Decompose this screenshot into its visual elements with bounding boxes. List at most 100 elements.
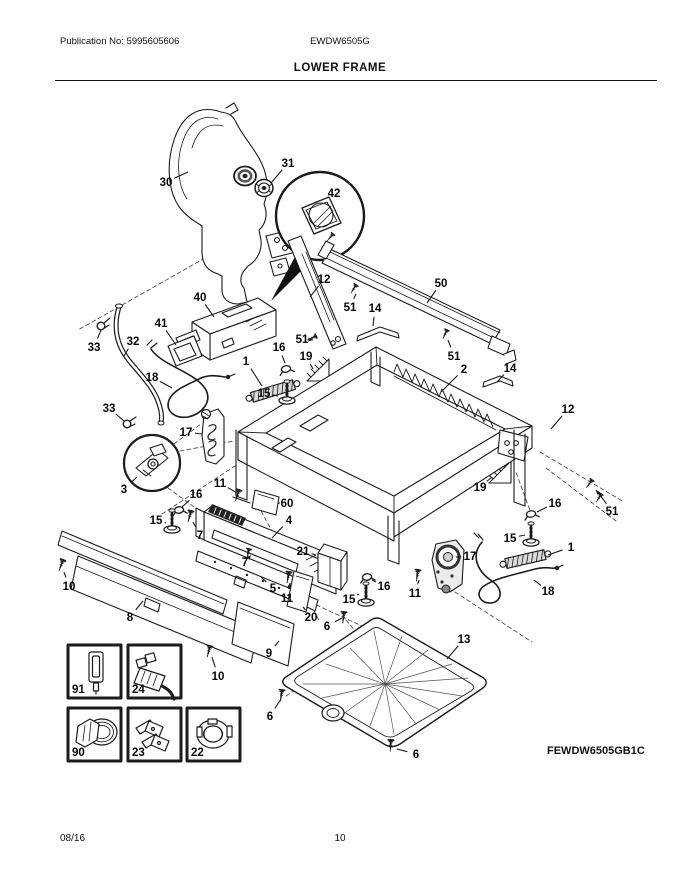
callout-leader-line — [115, 413, 125, 422]
callout-label-14: 14 — [369, 303, 382, 315]
callout-leader-line — [547, 549, 563, 556]
callout-label-42: 42 — [328, 188, 341, 200]
part-grommet-31 — [254, 178, 274, 198]
callout-leader-line — [204, 304, 215, 318]
callout-label-11: 11 — [281, 593, 294, 605]
part-base-pan-13 — [282, 617, 487, 748]
part-bracket-19-left — [306, 356, 330, 382]
threaded-plug-icon — [75, 718, 118, 748]
part-clip-16-d — [358, 572, 376, 584]
part-panel-9 — [231, 601, 295, 667]
callout-label-6: 6 — [324, 621, 330, 633]
legend-hardware-boxes — [66, 643, 242, 763]
legend-box-24 — [126, 643, 183, 700]
callout-leader-line — [446, 645, 459, 660]
legend-label: 22 — [191, 747, 204, 759]
callout-label-18: 18 — [146, 372, 159, 384]
part-bracket-17-left — [200, 408, 225, 465]
callout-label-51: 51 — [606, 506, 619, 518]
callout-label-9: 9 — [266, 648, 272, 660]
legend-label: 90 — [72, 747, 85, 759]
callout-leader-line — [518, 534, 526, 537]
callout-label-33: 33 — [88, 342, 101, 354]
callout-label-51: 51 — [448, 351, 461, 363]
title-rule — [55, 80, 657, 81]
legend-box-91 — [66, 643, 123, 700]
part-plate-60 — [251, 489, 280, 516]
callout-label-6: 6 — [413, 749, 419, 761]
callout-label-19: 19 — [474, 482, 487, 494]
callout-arrowhead — [456, 554, 461, 559]
legend-label: 23 — [132, 747, 145, 759]
callout-leader-line — [447, 339, 452, 348]
legend-box-23 — [126, 706, 183, 763]
callout-label-7: 7 — [197, 530, 203, 542]
part-gasket-41 — [167, 335, 203, 367]
callout-leader-line — [417, 579, 420, 585]
part-adjuster-17-right — [431, 539, 465, 594]
legend-label: 24 — [132, 684, 145, 696]
callout-label-6: 6 — [267, 711, 273, 723]
callout-leader-line — [550, 415, 563, 430]
callout-leader-line — [371, 579, 377, 583]
callout-arrowhead — [287, 583, 292, 588]
callout-label-51: 51 — [344, 302, 357, 314]
bearing-ring-icon — [196, 718, 233, 749]
part-rail-50 — [317, 240, 517, 365]
callout-leader-line — [372, 316, 375, 327]
callout-leader-line — [281, 355, 286, 364]
callout-label-11: 11 — [214, 478, 227, 490]
callout-leader-line — [270, 169, 283, 184]
callout-leader-line — [533, 579, 542, 586]
callout-leader-line — [194, 432, 203, 435]
footer-page-number: 10 — [334, 833, 346, 844]
part-junction-box-21 — [317, 543, 348, 591]
callout-label-4: 4 — [286, 515, 293, 527]
callout-label-16: 16 — [190, 489, 203, 501]
part-spring-1-right — [499, 549, 552, 569]
standoff-clip-icon — [88, 651, 104, 695]
part-vent-duct-30 — [168, 102, 297, 305]
legend-box-90 — [66, 706, 123, 763]
callout-leader-line — [63, 571, 67, 578]
part-tube-32 — [113, 303, 165, 426]
part-clip-33-bottom — [122, 416, 137, 429]
part-harness-18-left — [146, 339, 236, 419]
callout-label-15: 15 — [343, 594, 356, 606]
callout-leader-line — [260, 576, 267, 583]
callout-label-1: 1 — [568, 542, 575, 554]
callout-leader-line — [302, 606, 306, 611]
part-bracket-14-left — [356, 326, 400, 342]
callout-leader-line — [173, 171, 189, 179]
callout-label-51: 51 — [296, 334, 309, 346]
callout-label-19: 19 — [300, 351, 313, 363]
callout-label-50: 50 — [435, 278, 448, 290]
part-vent-assembly-40 — [175, 297, 277, 361]
callout-leader-line — [135, 600, 144, 611]
callout-leader-line — [123, 348, 129, 357]
callout-label-15: 15 — [504, 533, 517, 545]
part-clip-16-c — [522, 508, 541, 521]
footer-date: 08/16 — [60, 833, 86, 844]
callout-label-2: 2 — [461, 364, 467, 376]
part-cover-plate-20 — [286, 570, 314, 613]
part-lower-frame-2 — [232, 346, 533, 565]
callout-leader-line — [227, 487, 238, 494]
callout-label-40: 40 — [194, 292, 207, 304]
callout-leader-line — [440, 374, 459, 393]
callout-arrowhead — [596, 490, 601, 495]
callout-leader-line — [353, 293, 357, 300]
callout-label-17: 17 — [464, 551, 477, 563]
callout-label-30: 30 — [160, 177, 173, 189]
publication-number: Publication No: 5995605606 — [60, 36, 180, 47]
callout-leader-line — [274, 640, 280, 647]
callout-leader-line — [309, 363, 314, 370]
callout-leader-line — [181, 499, 190, 508]
callout-leader-line — [159, 380, 173, 389]
callout-label-20: 20 — [305, 612, 318, 624]
model-number: EWDW6505G — [310, 36, 370, 47]
page-title: LOWER FRAME — [293, 62, 387, 74]
callout-leader-line — [274, 698, 282, 709]
callout-leader-line — [250, 368, 263, 387]
